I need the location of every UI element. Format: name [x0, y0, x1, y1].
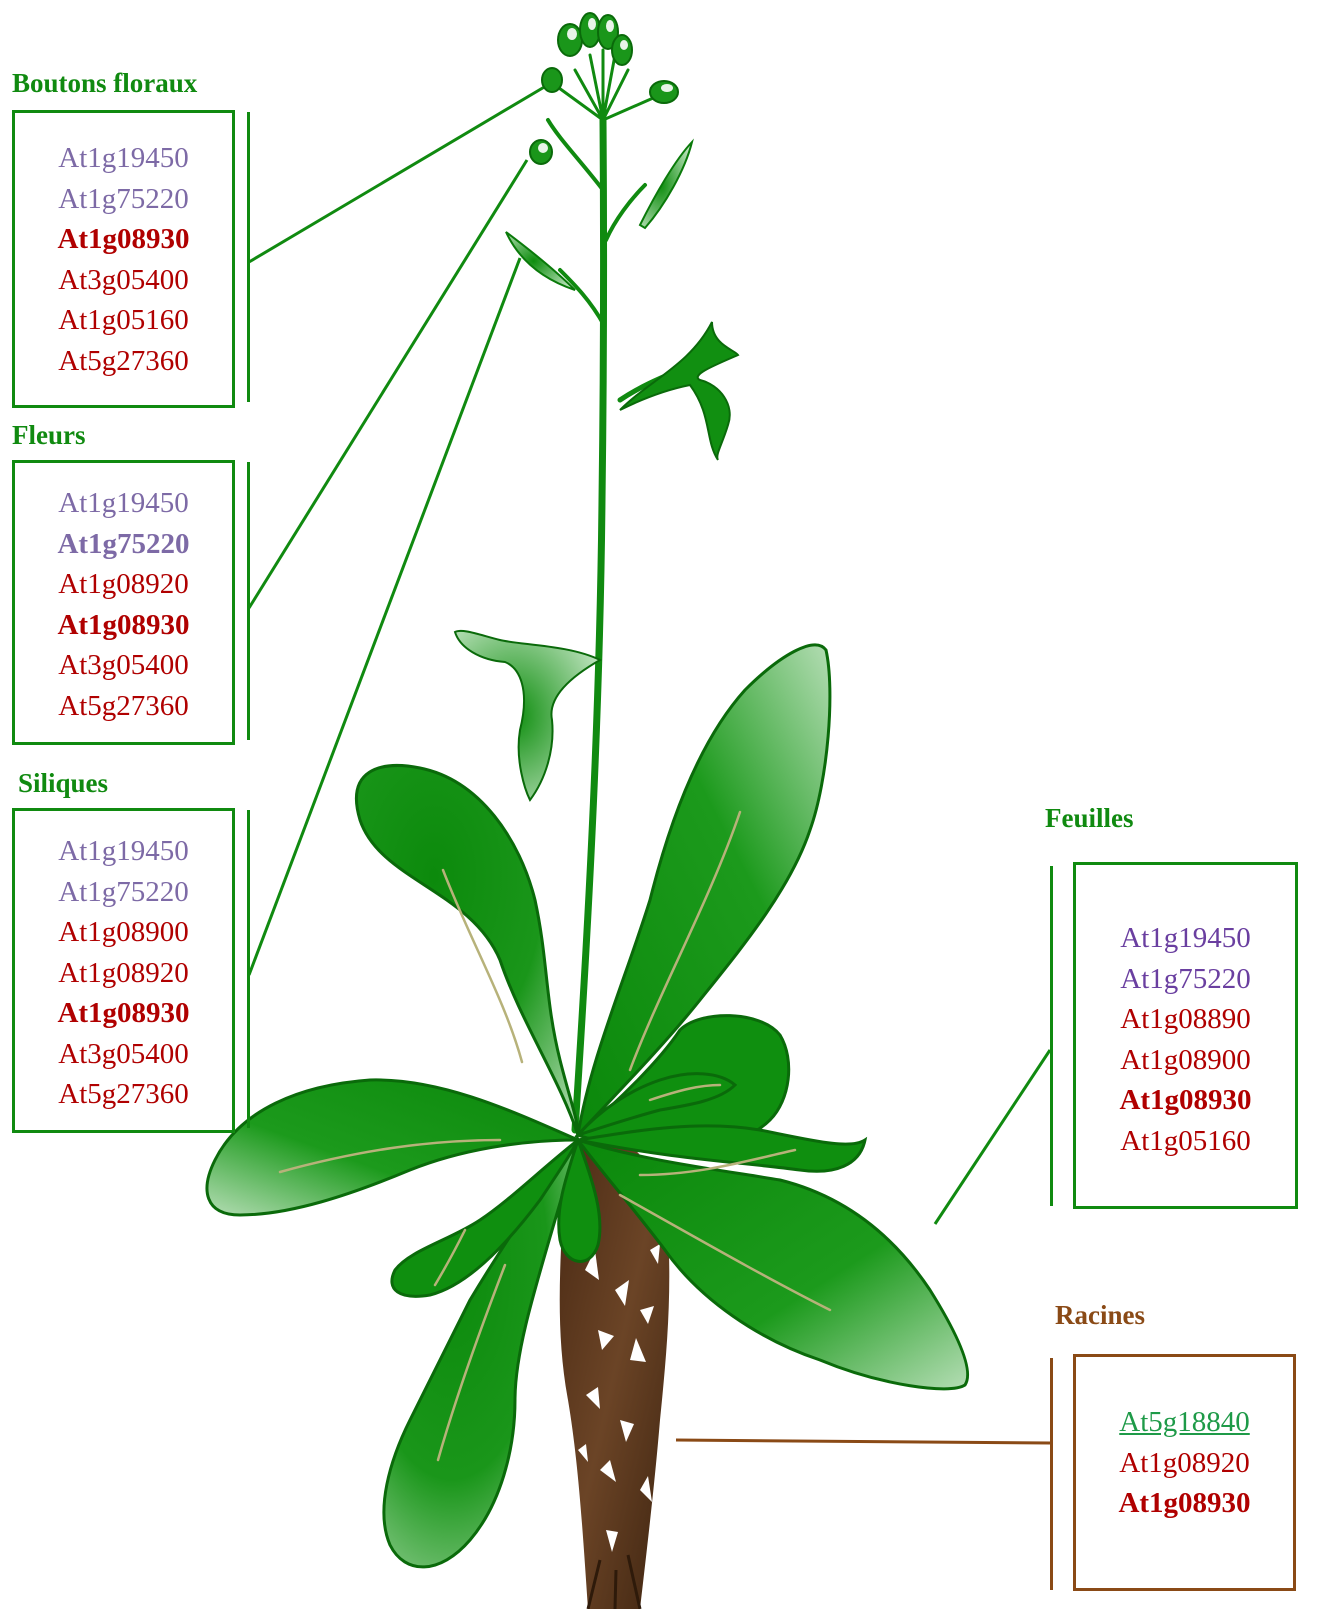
gene-id: At3g05400 [15, 260, 232, 301]
panel-side-bar [247, 112, 250, 402]
gene-id: At1g08930 [15, 219, 232, 260]
callout-line-boutons [249, 86, 546, 262]
gene-id: At1g19450 [1076, 918, 1295, 959]
gene-id: At1g08920 [15, 953, 232, 994]
panel-title: Siliques [18, 768, 108, 798]
panel-title: Boutons floraux [12, 68, 197, 98]
gene-id: At5g27360 [15, 341, 232, 382]
gene-id: At1g75220 [15, 524, 232, 565]
gene-id: At1g08930 [1076, 1483, 1293, 1524]
gene-id: At1g08920 [15, 564, 232, 605]
callout-line-fleurs [249, 160, 527, 608]
gene-id: At1g08920 [1076, 1443, 1293, 1484]
gene-id: At3g05400 [15, 1034, 232, 1075]
panel-title: Feuilles [1045, 803, 1134, 833]
gene-id: At1g08900 [15, 912, 232, 953]
gene-id: At1g75220 [1076, 959, 1295, 1000]
panel-side-bar [1050, 1358, 1053, 1590]
panel-title: Racines [1055, 1300, 1145, 1330]
panel-side-bar [1050, 866, 1053, 1206]
gene-id: At1g19450 [15, 831, 232, 872]
gene-id[interactable]: At5g18840 [1076, 1402, 1293, 1443]
gene-id: At3g05400 [15, 645, 232, 686]
panel-title: Fleurs [12, 420, 86, 450]
gene-id: At1g08930 [15, 993, 232, 1034]
panel-side-bar [247, 810, 250, 1128]
gene-id: At1g19450 [15, 138, 232, 179]
gene-id: At5g27360 [15, 1074, 232, 1115]
panel-side-bar [247, 462, 250, 740]
gene-id: At1g08930 [1076, 1080, 1295, 1121]
gene-id: At1g08890 [1076, 999, 1295, 1040]
gene-id: At1g75220 [15, 872, 232, 913]
gene-id: At1g05160 [15, 300, 232, 341]
gene-id: At5g27360 [15, 686, 232, 727]
callout-line-feuilles [935, 1050, 1050, 1224]
gene-id: At1g05160 [1076, 1121, 1295, 1162]
gene-id: At1g08900 [1076, 1040, 1295, 1081]
gene-id: At1g08930 [15, 605, 232, 646]
gene-id: At1g19450 [15, 483, 232, 524]
siliques-pods [506, 142, 692, 290]
callout-line-racines [676, 1440, 1050, 1443]
gene-id: At1g75220 [15, 179, 232, 220]
